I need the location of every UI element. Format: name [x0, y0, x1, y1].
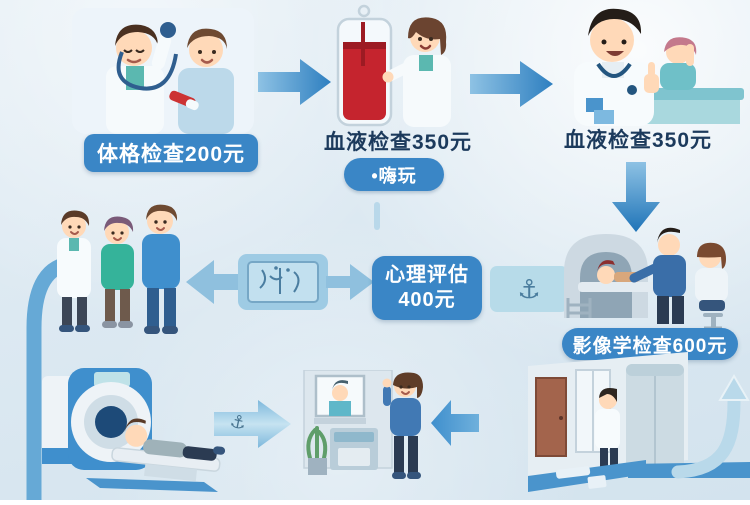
anchor-icon: ⚓: [490, 266, 568, 312]
label-imaging: 影像学检查600元: [562, 328, 738, 360]
arrow-right-icon: [470, 58, 554, 110]
arrow-right-anchor-icon: ⚓: [214, 398, 292, 450]
illustration-checkin-window: [288, 370, 436, 484]
illustration-blood-sample: [328, 2, 466, 128]
badge-watermark: •嗨玩: [344, 158, 444, 191]
arrow-left-icon: [430, 396, 480, 450]
psych-eval-line1: 心理评估: [385, 264, 469, 286]
arrow-right-icon: [258, 56, 332, 108]
illustration-mri-machine: [28, 356, 226, 494]
illustration-hospital-hallway: [528, 348, 750, 500]
illustration-ct-scan: [556, 220, 748, 330]
label-blood-test: 血液检查350元: [323, 131, 473, 154]
psych-eval-line2: 400元: [398, 289, 456, 311]
label-psych-eval: 心理评估 400元: [372, 256, 482, 320]
anchor-glyph: ⚓: [517, 273, 541, 304]
label-physical-exam: 体格检查200元: [84, 134, 258, 172]
divider-tick: [374, 202, 380, 230]
arrow-machine-connector: [184, 246, 376, 316]
illustration-blood-test-result: [552, 0, 748, 126]
illustration-patient-group: [44, 198, 190, 338]
arrow-down-icon: [610, 162, 662, 234]
label-blood-test-2: 血液检查350元: [563, 129, 713, 152]
illustration-physical-exam: [72, 8, 254, 134]
